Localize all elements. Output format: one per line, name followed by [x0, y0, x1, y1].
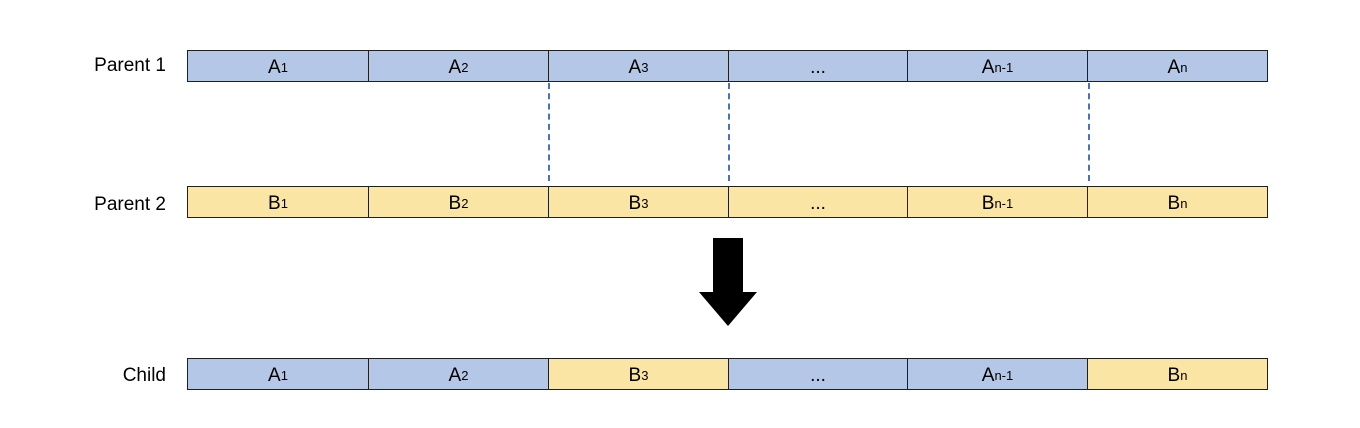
gene-label: ... [810, 193, 826, 214]
gene-label: A [1167, 57, 1181, 78]
gene-label: B [1167, 193, 1181, 214]
crossover-line [728, 83, 730, 181]
gene-label: ... [810, 365, 826, 386]
gene-label: A [268, 365, 281, 386]
gene-cell: ... [729, 51, 908, 81]
gene-label: B [268, 193, 281, 214]
gene-label: B [628, 365, 642, 386]
gene-label: A [448, 365, 462, 386]
crossover-line [548, 83, 550, 181]
gene-label: A [981, 57, 995, 78]
down-arrow-icon [699, 238, 757, 326]
gene-label: B [448, 193, 462, 214]
parent-2-label: Parent 2 [94, 194, 166, 215]
child-label: Child [122, 365, 166, 386]
gene-cell: ... [729, 359, 908, 389]
crossover-line [1088, 83, 1090, 181]
gene-label: B [1167, 365, 1181, 386]
gene-label: B [981, 193, 995, 214]
gene-label: B [628, 193, 642, 214]
gene-label: A [628, 57, 642, 78]
gene-label: ... [810, 57, 826, 78]
gene-cell: ... [729, 187, 908, 217]
parent-1-label: Parent 1 [94, 55, 166, 76]
gene-label: A [981, 365, 995, 386]
gene-label: A [448, 57, 462, 78]
gene-label: A [268, 57, 281, 78]
